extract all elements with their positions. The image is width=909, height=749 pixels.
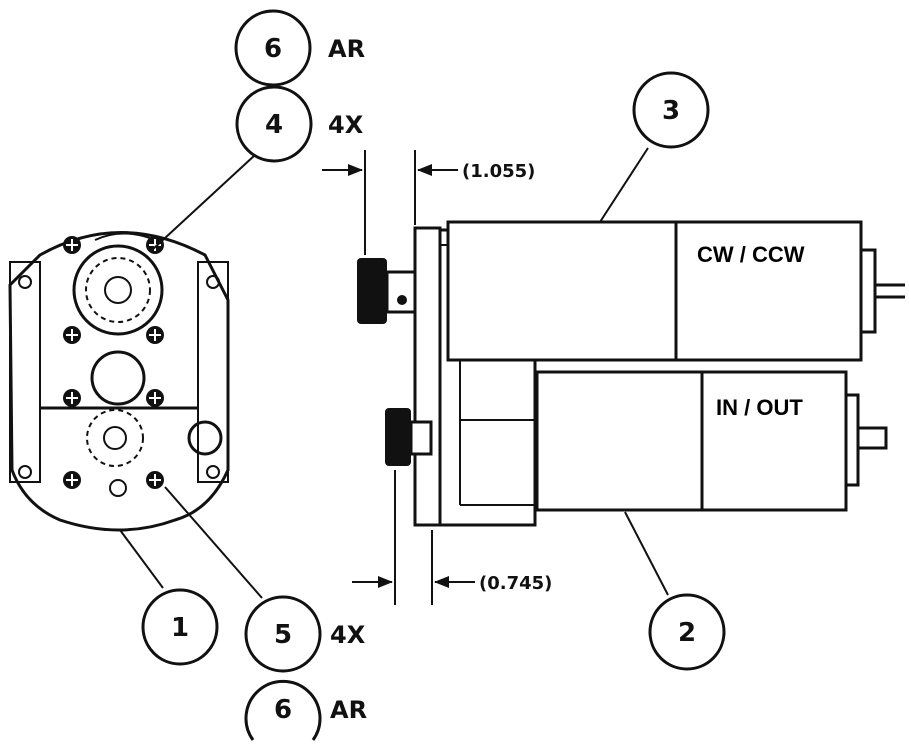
ear-hole — [18, 275, 32, 289]
side-view: CW / CCW IN / OUT (1.055) — [322, 150, 905, 605]
screw-icon — [146, 471, 164, 489]
ear-hole — [18, 465, 32, 479]
lower-motor — [535, 370, 704, 512]
leader-4 — [151, 154, 256, 251]
upper-knob — [357, 258, 417, 324]
svg-text:4X: 4X — [330, 621, 366, 649]
front-top-rim — [94, 232, 151, 241]
leader-1 — [119, 529, 164, 589]
leader-5 — [164, 486, 263, 599]
lower-gear-teeth — [86, 409, 144, 467]
balloon-5: 5 4X — [244, 595, 366, 673]
leader-lines — [119, 147, 669, 599]
front-view — [8, 231, 230, 532]
svg-text:1: 1 — [171, 613, 189, 643]
upper-dimension-arrows — [322, 164, 458, 176]
leader-2 — [624, 511, 669, 596]
lower-motor-can — [700, 370, 848, 512]
lower-knob — [385, 408, 433, 466]
upper-motor-endcap — [859, 248, 877, 334]
upper-gear-outer — [72, 244, 164, 336]
svg-text:6: 6 — [264, 34, 282, 64]
screw-icon — [63, 326, 81, 344]
right-ear — [197, 261, 229, 483]
balloon-1: 1 — [141, 588, 219, 666]
screw-icon — [146, 389, 164, 407]
small-hole — [109, 479, 127, 497]
side-bore — [187, 420, 223, 456]
front-housing-outline — [8, 231, 230, 532]
screw-icon — [146, 326, 164, 344]
lower-motor-shaft — [856, 426, 888, 450]
svg-text:AR: AR — [328, 35, 365, 63]
lower-dimension: (0.745) — [479, 573, 552, 594]
balloon-6-top: 6 AR — [234, 9, 365, 87]
svg-text:2: 2 — [678, 618, 696, 648]
svg-text:6: 6 — [274, 695, 292, 725]
screw-icon — [63, 471, 81, 489]
upper-motor-label: CW / CCW — [697, 242, 805, 267]
upper-dimension: (1.055) — [462, 161, 535, 182]
svg-text:4X: 4X — [328, 111, 364, 139]
balloon-4: 4 4X — [235, 85, 364, 163]
svg-text:3: 3 — [662, 96, 680, 126]
left-ear — [9, 261, 41, 483]
screw-icon — [63, 389, 81, 407]
upper-gear-hub — [104, 276, 132, 304]
lower-dimension-arrows — [352, 576, 475, 588]
center-bore — [90, 350, 146, 406]
svg-text:5: 5 — [274, 620, 292, 650]
leader-3 — [599, 147, 649, 223]
mounting-plate — [413, 226, 442, 527]
upper-motor-can — [674, 220, 863, 362]
balloon-3: 3 — [632, 71, 710, 149]
lower-gear-hub — [103, 426, 127, 450]
svg-text:4: 4 — [265, 110, 283, 140]
ear-hole — [206, 275, 220, 289]
lower-motor-endcap — [844, 393, 860, 487]
upper-gear-teeth — [85, 257, 151, 323]
upper-motor — [446, 220, 678, 362]
screw-icon — [146, 236, 164, 254]
lower-motor-label: IN / OUT — [716, 395, 803, 420]
balloon-2: 2 — [648, 593, 726, 671]
ear-hole — [206, 465, 220, 479]
screw-icon — [63, 236, 81, 254]
svg-text:AR: AR — [330, 696, 367, 724]
balloon-6-bottom: 6 AR — [244, 679, 367, 741]
